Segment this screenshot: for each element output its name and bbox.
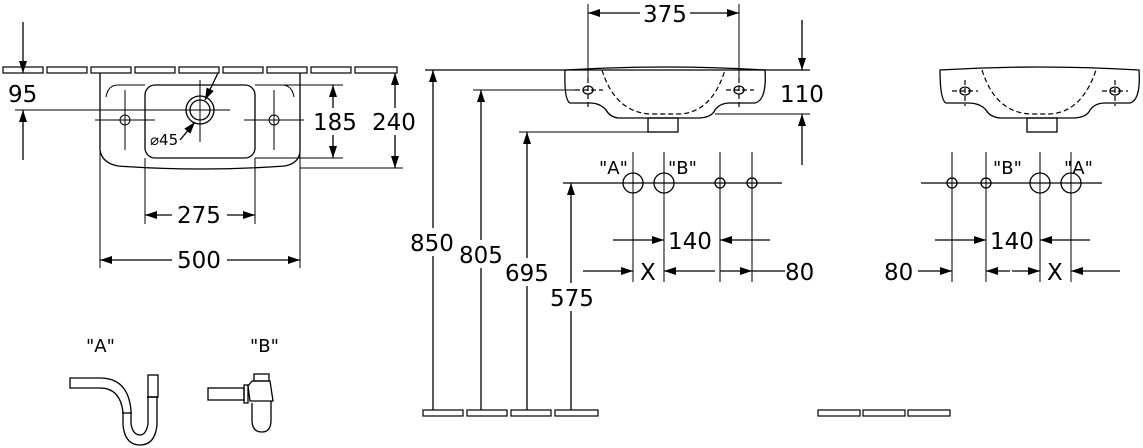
dim-95: 95	[8, 82, 37, 108]
dim-x: X	[640, 260, 656, 286]
label-a: "A"	[1064, 158, 1093, 179]
basin-front-outline	[564, 66, 766, 119]
dim-140: 140	[668, 229, 712, 255]
dim-240: 240	[372, 110, 416, 136]
trap-b-label: "B"	[250, 336, 279, 357]
dim-375: 375	[643, 2, 687, 28]
dim-80: 80	[884, 260, 913, 286]
dim-500: 500	[177, 248, 221, 274]
dim-275: 275	[177, 203, 221, 229]
label-b: "B"	[993, 158, 1022, 179]
floor-tiles	[422, 409, 599, 417]
front-view-mirrored	[939, 66, 1140, 133]
dim-185: 185	[313, 110, 357, 136]
trap-b: "B"	[207, 336, 279, 433]
hole-layout-left: "A" "B" 140 X 80	[563, 152, 814, 286]
dim-110: 110	[780, 82, 824, 108]
label-b: "B"	[668, 158, 697, 179]
dim-575: 575	[550, 286, 594, 312]
floor-tiles	[817, 409, 951, 417]
label-a: "A"	[599, 158, 628, 179]
dim-805: 805	[459, 243, 503, 269]
tap-holes	[95, 90, 304, 150]
tap-holes-front	[575, 78, 754, 108]
wall-tiles	[2, 66, 398, 74]
dim-80: 80	[785, 260, 814, 286]
drain-diameter-label: ⌀45	[150, 131, 178, 149]
dim-695: 695	[505, 261, 549, 287]
front-view: 375 110 850 805 695 575	[408, 2, 824, 417]
top-view: ⌀45 95 185 240 275 500	[2, 22, 416, 274]
hole-layout-right: "B" "A" 140 80 X	[817, 152, 1120, 417]
basin-outline	[99, 73, 301, 170]
dim-x: X	[1047, 260, 1063, 286]
dim-850: 850	[410, 231, 454, 257]
trap-a-label: "A"	[86, 336, 115, 357]
dim-140: 140	[990, 229, 1034, 255]
trap-a: "A"	[69, 336, 159, 446]
